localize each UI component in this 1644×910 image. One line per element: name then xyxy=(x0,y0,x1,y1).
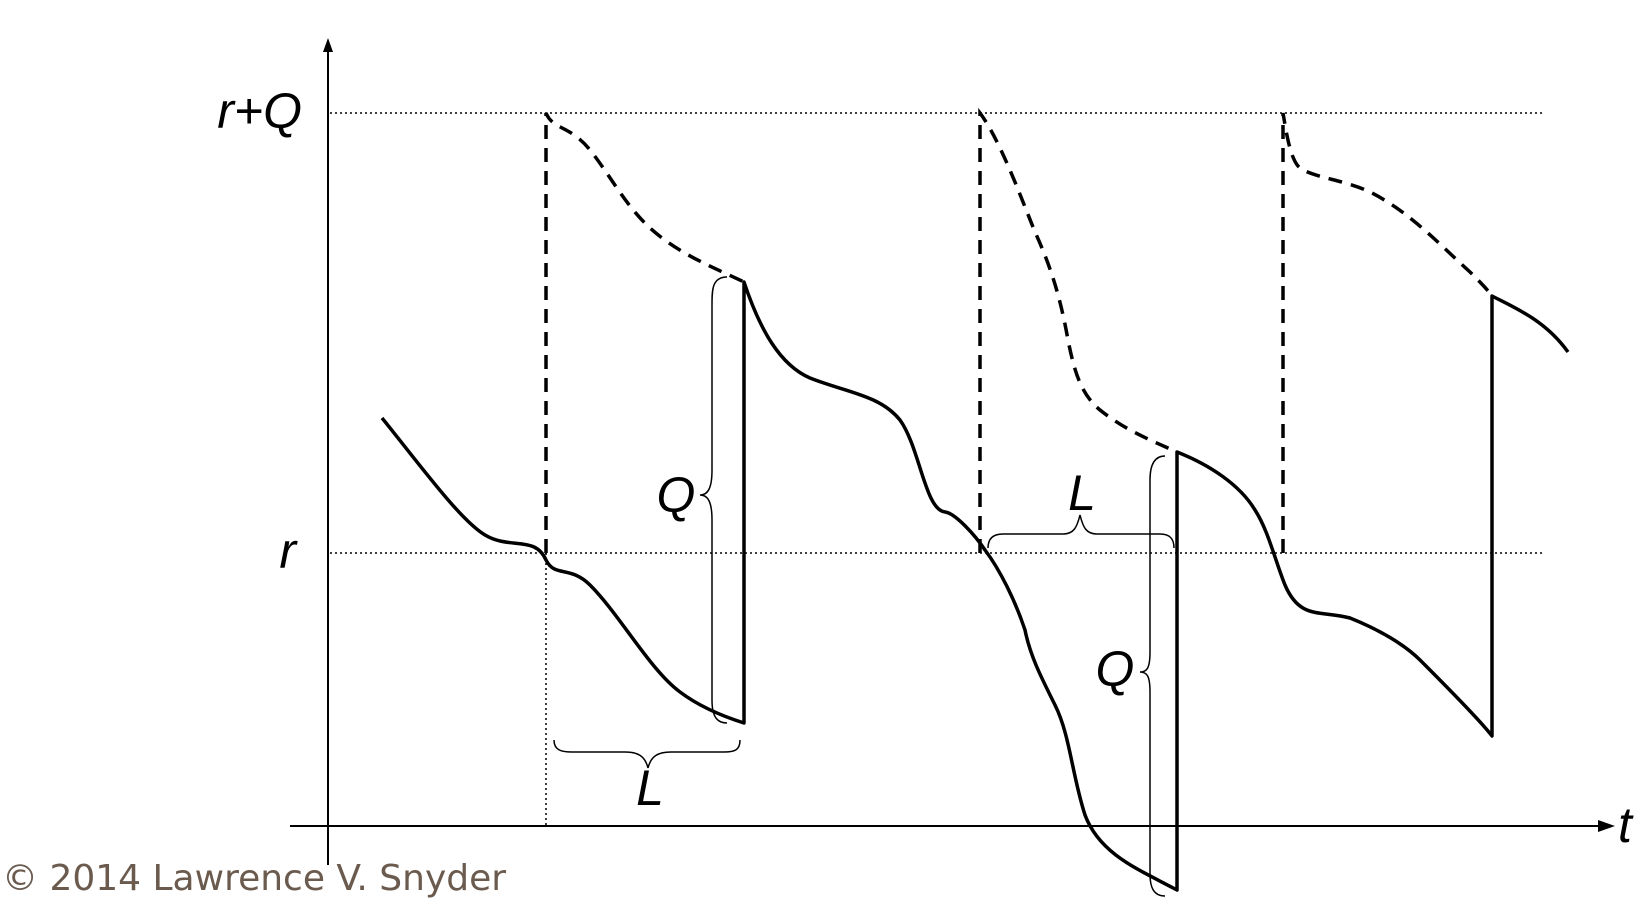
label-r-plus-q: r+Q xyxy=(217,83,302,139)
q-brace-second xyxy=(1139,455,1166,897)
q-brace-first xyxy=(699,276,728,724)
y-axis-arrowhead xyxy=(323,38,333,52)
inventory-level-curve xyxy=(380,280,1570,892)
inventory-position-curve-3 xyxy=(1281,112,1494,553)
label-l-first: L xyxy=(636,760,664,816)
inventory-position-curve xyxy=(544,112,745,553)
label-q-first: Q xyxy=(657,467,696,523)
x-axis-arrowhead xyxy=(1598,820,1615,832)
l-brace-second xyxy=(987,514,1175,549)
axes xyxy=(290,38,1615,865)
copyright-notice: © 2014 Lawrence V. Snyder xyxy=(2,858,507,899)
l-brace-first xyxy=(553,739,741,769)
label-t: t xyxy=(1618,797,1634,853)
label-r: r xyxy=(279,523,298,579)
label-q-second: Q xyxy=(1096,641,1135,697)
inventory-position-curve-2 xyxy=(978,107,1178,553)
label-l-second: L xyxy=(1068,465,1096,521)
